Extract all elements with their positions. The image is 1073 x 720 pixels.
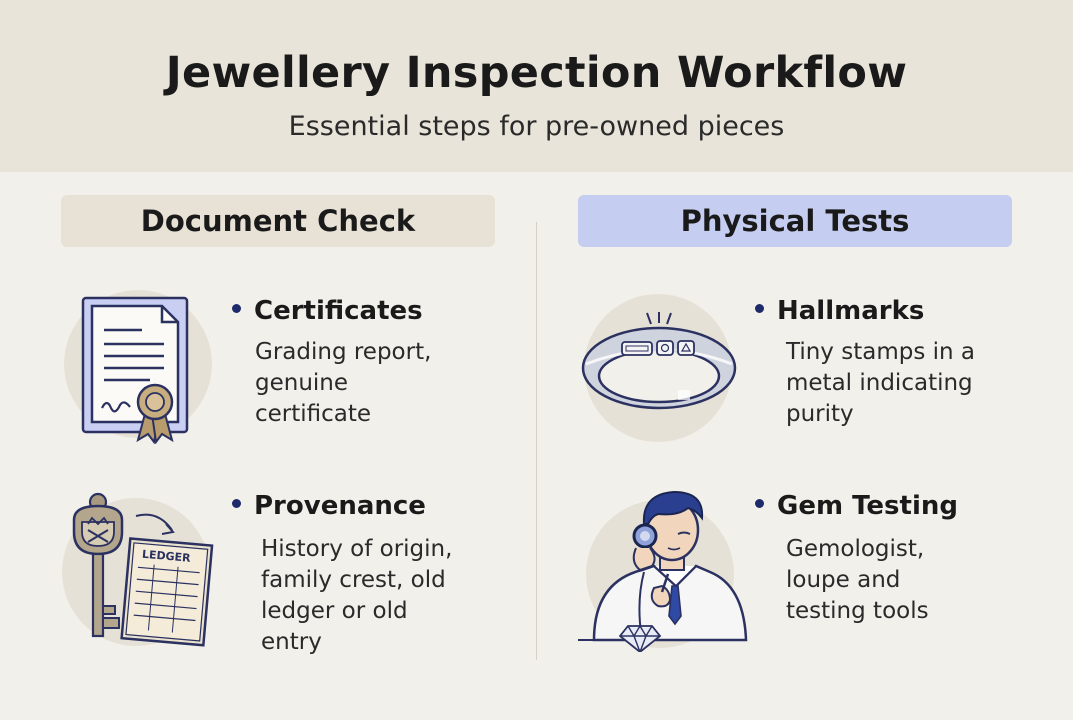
provenance-title-text: Provenance: [254, 491, 426, 521]
bullet-dot: [232, 499, 241, 508]
certificate-icon: [81, 296, 189, 444]
column-divider: [536, 222, 537, 660]
page-subtitle: Essential steps for pre-owned pieces: [288, 111, 785, 142]
bullet-dot: [755, 304, 764, 313]
key-and-ledger-icon: LEDGER: [72, 492, 214, 647]
hallmarks-title-text: Hallmarks: [777, 296, 925, 326]
certificates-title-text: Certificates: [254, 296, 423, 326]
header-banner: Jewellery Inspection Workflow Essential …: [0, 0, 1073, 172]
gem-testing-title: Gem Testing: [755, 491, 958, 521]
certificates-description: Grading report, genuine certificate: [255, 339, 432, 427]
bullet-dot: [755, 499, 764, 508]
hallmarked-ring-icon: [581, 312, 737, 410]
gem-testing-description: Gemologist, loupe and testing tools: [786, 536, 929, 624]
page-title: Jewellery Inspection Workflow: [165, 48, 908, 98]
gemologist-icon: [578, 490, 748, 652]
physical-tests-heading: Physical Tests: [578, 195, 1012, 247]
provenance-description: History of origin, family crest, old led…: [261, 536, 453, 655]
document-check-heading: Document Check: [61, 195, 495, 247]
hallmarks-title: Hallmarks: [755, 296, 924, 326]
ledger-label: LEDGER: [141, 548, 191, 565]
certificates-title: Certificates: [232, 296, 423, 326]
hallmarks-description: Tiny stamps in a metal indicating purity: [786, 339, 975, 427]
gem-testing-title-text: Gem Testing: [777, 491, 958, 521]
bullet-dot: [232, 304, 241, 313]
provenance-title: Provenance: [232, 491, 426, 521]
